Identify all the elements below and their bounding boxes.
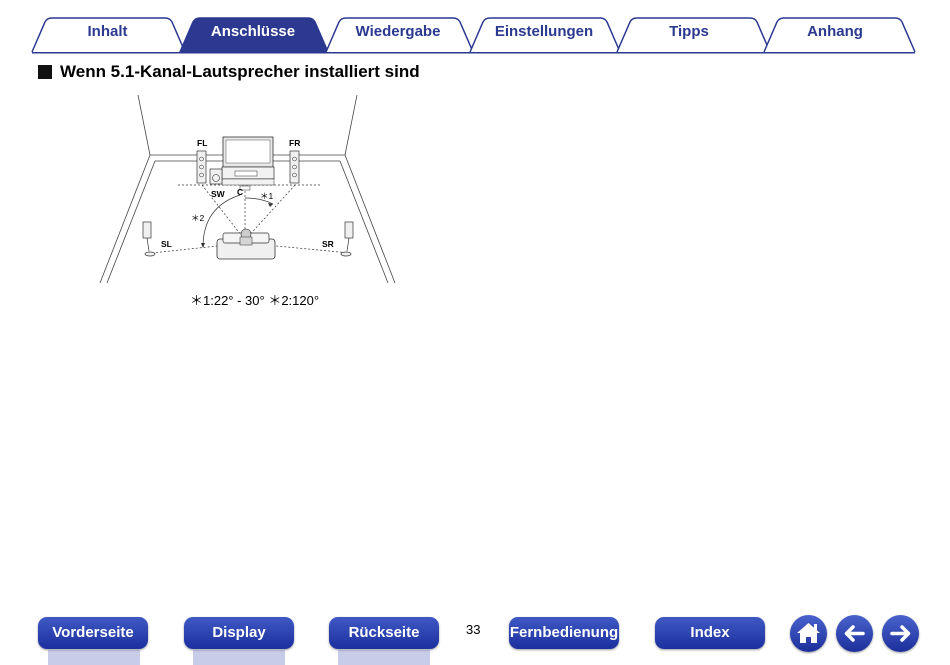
label-sw: SW bbox=[211, 189, 225, 199]
heading-square-bullet bbox=[38, 65, 52, 79]
display-button[interactable]: Display bbox=[184, 617, 294, 649]
home-icon bbox=[797, 623, 820, 643]
vorderseite-button[interactable]: Vorderseite bbox=[38, 617, 148, 649]
note-1: ＊1 bbox=[260, 191, 274, 201]
tab-bar: Inhalt Anschlüsse Wiedergabe Einstellung… bbox=[0, 0, 950, 56]
label-sl: SL bbox=[161, 239, 172, 249]
tab-inhalt[interactable]: Inhalt bbox=[87, 23, 128, 40]
fernbedienung-button[interactable]: Fernbedienung bbox=[509, 617, 619, 649]
section-heading-text: Wenn 5.1-Kanal-Lautsprecher installiert … bbox=[60, 62, 420, 81]
nav-shadow bbox=[193, 650, 285, 665]
index-button[interactable]: Index bbox=[655, 617, 765, 649]
label-fr: FR bbox=[289, 138, 301, 148]
section-heading: Wenn 5.1-Kanal-Lautsprecher installiert … bbox=[38, 61, 420, 83]
nav-shadow bbox=[48, 650, 140, 665]
arrow-left-icon bbox=[844, 625, 865, 642]
note-2: ＊2 bbox=[191, 213, 205, 223]
arrow-right-icon bbox=[890, 625, 911, 642]
rueckseite-button[interactable]: Rückseite bbox=[329, 617, 439, 649]
page-number: 33 bbox=[466, 622, 481, 637]
tab-bar-frame bbox=[31, 17, 916, 54]
forward-button[interactable] bbox=[882, 615, 919, 652]
back-button[interactable] bbox=[836, 615, 873, 652]
nav-shadow bbox=[338, 650, 430, 665]
label-c: C bbox=[237, 187, 244, 197]
tab-anhang[interactable]: Anhang bbox=[807, 23, 863, 40]
tab-wiedergabe[interactable]: Wiedergabe bbox=[355, 23, 441, 40]
label-sr: SR bbox=[322, 239, 334, 249]
home-button[interactable] bbox=[790, 615, 827, 652]
tab-tipps[interactable]: Tipps bbox=[669, 23, 709, 40]
label-fl: FL bbox=[197, 138, 208, 148]
diagram-caption: ＊1:22° - 30° ＊2:120° bbox=[190, 293, 320, 308]
tab-anschluesse[interactable]: Anschlüsse bbox=[210, 23, 296, 40]
speaker-layout-diagram: FL FR SW C ＊1 ＊2 SL SR bbox=[95, 95, 400, 290]
tab-einstellungen[interactable]: Einstellungen bbox=[494, 23, 594, 40]
room-drawing bbox=[99, 95, 396, 284]
